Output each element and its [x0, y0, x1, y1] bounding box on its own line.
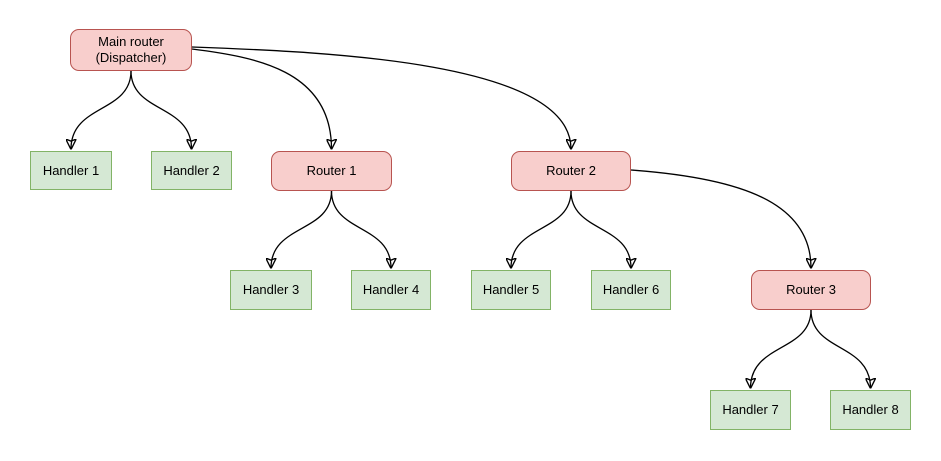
node-handler-5-label: Handler 5 — [482, 282, 540, 297]
edge-router1-to-handler3 — [271, 190, 333, 268]
node-handler-2-label: Handler 2 — [163, 162, 220, 178]
edge-main-to-handler2 — [130, 70, 192, 149]
node-handler-1-label: Handler 1 — [42, 162, 100, 178]
node-handler-7: Handler 7 — [710, 390, 791, 430]
node-router-1-label: Router 1 — [306, 163, 357, 178]
edge-router3-to-handler7 — [751, 309, 812, 388]
edge-main-to-handler1 — [71, 70, 132, 149]
node-handler-1: Handler 1 — [30, 151, 112, 190]
node-main-router-label-line2: (Dispatcher) — [95, 50, 167, 65]
node-handler-8-label: Handler 8 — [842, 402, 899, 417]
node-handler-4-label: Handler 4 — [362, 282, 420, 297]
node-handler-6: Handler 6 — [591, 270, 671, 310]
node-handler-4: Handler 4 — [351, 270, 431, 310]
edge-router1-to-handler4 — [330, 190, 392, 268]
edge-router2-to-handler6 — [570, 190, 631, 268]
node-router-1: Router 1 — [271, 151, 392, 191]
node-router-3: Router 3 — [751, 270, 871, 310]
node-handler-6-label: Handler 6 — [602, 282, 660, 297]
node-router-3-label: Router 3 — [786, 282, 836, 297]
node-main-router-label-line1: Main router — [98, 34, 164, 49]
node-main-router: Main router (Dispatcher) — [70, 29, 192, 71]
edge-main-to-router1 — [191, 48, 332, 149]
edge-router2-to-handler5 — [511, 190, 572, 268]
edge-router3-to-handler8 — [810, 309, 871, 388]
node-handler-3: Handler 3 — [230, 270, 312, 310]
node-handler-7-label: Handler 7 — [722, 402, 779, 417]
node-router-2-label: Router 2 — [546, 163, 596, 178]
node-handler-5: Handler 5 — [471, 270, 551, 310]
node-handler-8: Handler 8 — [830, 390, 911, 430]
node-handler-2: Handler 2 — [151, 151, 232, 190]
node-router-2: Router 2 — [511, 151, 631, 191]
edge-router2-to-router3 — [630, 169, 811, 268]
node-handler-3-label: Handler 3 — [242, 282, 300, 297]
edge-main-to-router2 — [191, 46, 571, 149]
